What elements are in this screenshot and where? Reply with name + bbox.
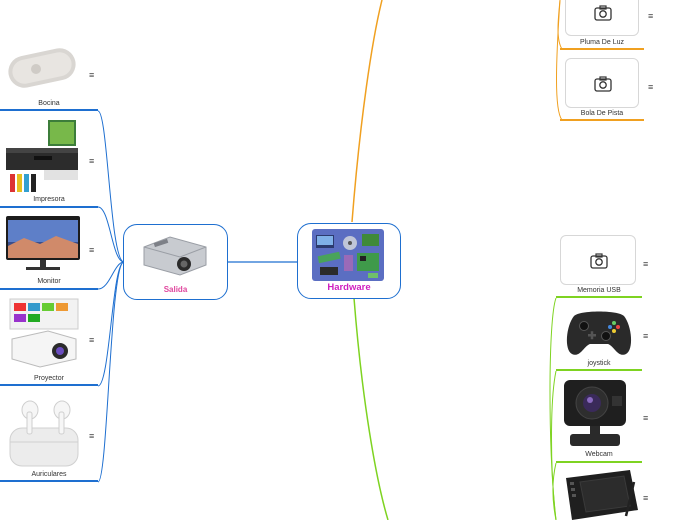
computer-components-image [312,229,384,281]
link-salida-bocina [97,110,125,263]
menu-icon[interactable]: ≡ [89,245,95,255]
menu-icon[interactable]: ≡ [89,156,95,166]
leaf-underline [556,461,642,463]
leaf-label-monitor: Monitor [37,278,61,285]
leaf-node-graphics-tablet[interactable] [556,466,642,520]
camera-icon [590,253,608,269]
image-placeholder [565,0,639,36]
projector-image [9,298,79,368]
link-salida-impresora [97,206,125,263]
output-hub-node[interactable]: Salida [123,224,228,300]
leaf-underline [0,384,98,386]
printer-image [6,120,78,192]
menu-icon[interactable]: ≡ [89,335,95,345]
menu-icon[interactable]: ≡ [648,82,654,92]
leaf-node-bocina[interactable]: Bocina [0,38,98,112]
menu-icon[interactable]: ≡ [89,431,95,441]
image-placeholder [560,235,636,285]
leaf-node-joystick[interactable]: joystick [556,302,642,372]
earbuds-image [9,400,79,467]
leaf-underline [560,48,644,50]
leaf-node-auriculares[interactable]: Auriculares [0,394,98,484]
leaf-label-bola-de-pista: Bola De Pista [580,110,624,117]
leaf-node-bola-de-pista[interactable]: Bola De Pista [560,56,644,122]
leaf-label-webcam: Webcam [585,451,613,458]
link-green-tablet [552,462,557,520]
menu-icon[interactable]: ≡ [643,259,649,269]
leaf-underline [556,369,642,371]
menu-icon[interactable]: ≡ [643,413,649,423]
leaf-node-pluma-de-luz[interactable]: Pluma De Luz [560,0,644,51]
output-hub-label: Salida [163,285,188,294]
central-node-hardware[interactable]: Hardware [297,223,401,299]
gamepad-image [566,311,632,355]
link-hardware-orange [351,0,383,223]
projector-image [143,236,207,276]
central-node-label: Hardware [327,282,371,293]
leaf-label-pluma-de-luz: Pluma De Luz [580,39,624,46]
menu-icon[interactable]: ≡ [648,11,654,21]
leaf-underline [556,296,642,298]
image-placeholder [565,58,639,108]
link-salida-auriculares [97,261,125,483]
leaf-underline [0,206,98,208]
leaf-underline [560,119,644,121]
bluetooth-speaker-image [8,48,76,88]
link-green-webcam [551,370,557,520]
webcam-image [564,380,626,446]
leaf-underline [0,109,98,111]
leaf-label-memoria-usb: Memoria USB [577,287,621,294]
leaf-label-impresora: Impresora [33,196,65,203]
leaf-underline [0,480,98,482]
camera-icon [594,5,612,21]
leaf-underline [0,288,98,290]
menu-icon[interactable]: ≡ [643,331,649,341]
menu-icon[interactable]: ≡ [89,70,95,80]
link-orange-bola [556,0,563,121]
leaf-node-memoria-usb[interactable]: Memoria USB [556,233,642,299]
leaf-node-monitor[interactable]: Monitor [0,212,98,291]
leaf-node-proyector[interactable]: Proyector [0,295,98,387]
leaf-label-proyector: Proyector [34,375,64,382]
menu-icon[interactable]: ≡ [643,493,649,503]
leaf-label-bocina: Bocina [38,100,60,107]
graphics-tablet-image [566,470,638,520]
leaf-label-joystick: joystick [587,360,611,367]
link-salida-proyector [97,261,125,387]
leaf-label-auriculares: Auriculares [31,471,67,478]
leaf-node-impresora[interactable]: Impresora [0,116,98,208]
monitor-image [6,216,80,270]
link-hardware-green [353,297,389,520]
leaf-node-webcam[interactable]: Webcam [556,374,642,464]
camera-icon [594,76,612,92]
link-salida-monitor [97,261,125,290]
